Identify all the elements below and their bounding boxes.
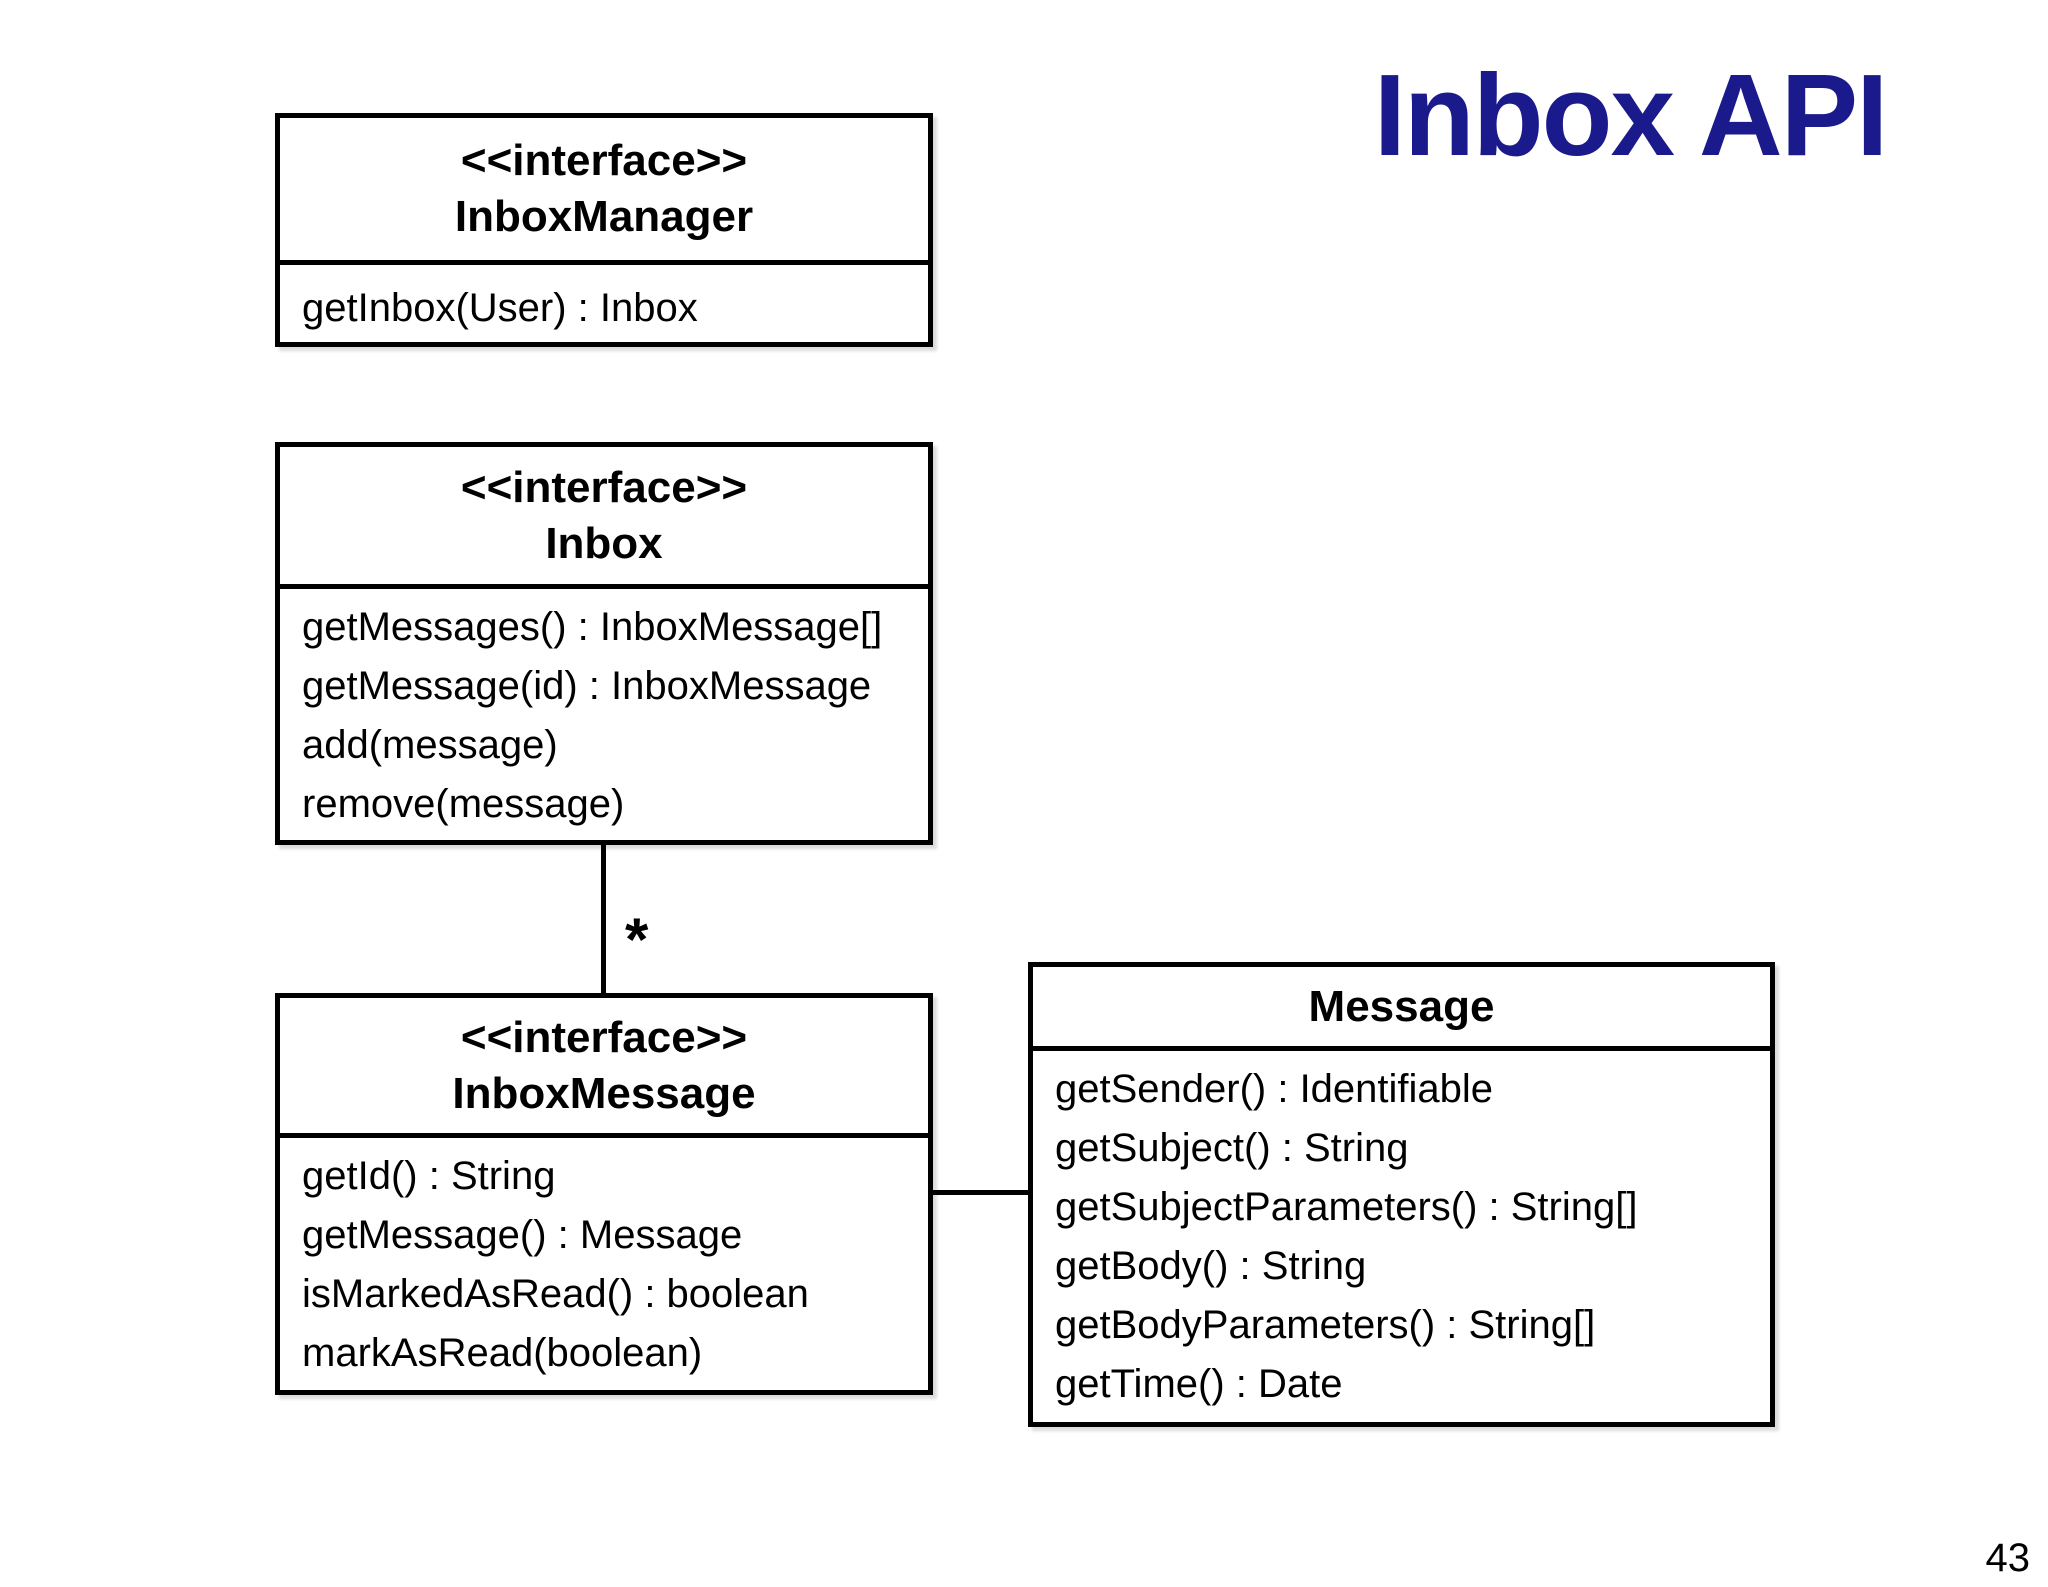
method: add(message) <box>302 723 558 767</box>
slide-title: Inbox API <box>1373 50 1889 180</box>
method-list-inbox: getMessages() : InboxMessage[] getMessag… <box>280 589 928 834</box>
class-name: InboxManager <box>454 192 754 241</box>
class-name: Message <box>1308 981 1495 1031</box>
method: remove(message) <box>302 782 625 826</box>
class-header-message: Message <box>1033 967 1770 1051</box>
class-box-inboxmanager: <<interface>> InboxManager getInbox(User… <box>275 113 933 347</box>
method: getSubject() : String <box>1055 1126 1409 1170</box>
method: isMarkedAsRead() : boolean <box>302 1272 809 1316</box>
stereotype-label: <<interface>> <box>460 136 748 185</box>
method: getBody() : String <box>1055 1244 1367 1288</box>
class-name: InboxMessage <box>452 1068 756 1118</box>
method: getBodyParameters() : String[] <box>1055 1303 1596 1347</box>
association-line-inbox-inboxmessage <box>601 845 606 993</box>
method: getSender() : Identifiable <box>1055 1067 1494 1111</box>
method: getId() : String <box>302 1154 556 1198</box>
method-list-inboxmessage: getId() : String getMessage() : Message … <box>280 1138 928 1383</box>
method: getMessages() : InboxMessage[] <box>302 605 883 649</box>
method: getMessage() : Message <box>302 1213 743 1257</box>
class-box-message: Message getSender() : Identifiable getSu… <box>1028 962 1775 1427</box>
stereotype-label: <<interface>> <box>460 462 748 512</box>
method-list-inboxmanager: getInbox(User) : Inbox <box>280 265 928 338</box>
class-header-inbox: <<interface>> Inbox <box>280 447 928 589</box>
page-number: 43 <box>1985 1536 2031 1580</box>
multiplicity-label: * <box>625 906 649 973</box>
method: getSubjectParameters() : String[] <box>1055 1185 1638 1229</box>
stereotype-label: <<interface>> <box>460 1012 748 1062</box>
method: getTime() : Date <box>1055 1362 1343 1406</box>
class-box-inbox: <<interface>> Inbox getMessages() : Inbo… <box>275 442 933 845</box>
method: getInbox(User) : Inbox <box>302 286 698 330</box>
class-box-inboxmessage: <<interface>> InboxMessage getId() : Str… <box>275 993 933 1395</box>
method: markAsRead(boolean) <box>302 1331 703 1375</box>
class-name: Inbox <box>545 518 663 568</box>
method-list-message: getSender() : Identifiable getSubject() … <box>1033 1051 1770 1414</box>
method: getMessage(id) : InboxMessage <box>302 664 872 708</box>
class-header-inboxmanager: <<interface>> InboxManager <box>280 118 928 265</box>
class-header-inboxmessage: <<interface>> InboxMessage <box>280 998 928 1138</box>
association-line-inboxmessage-message <box>930 1190 1030 1195</box>
